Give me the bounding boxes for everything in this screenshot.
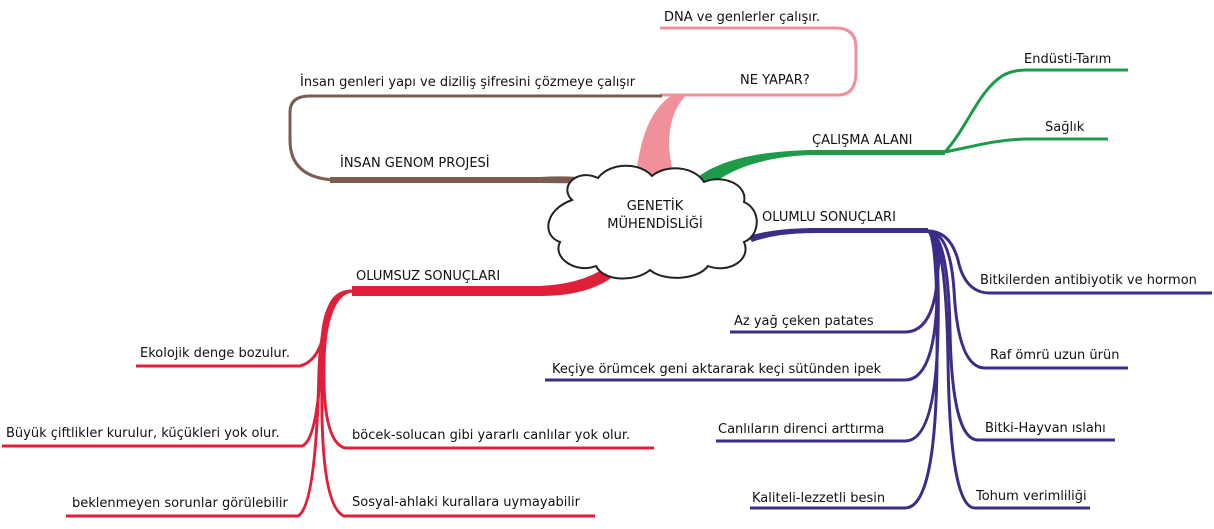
olumsuz-child-label-sosyal: Sosyal-ahlaki kurallara uymayabilir	[352, 495, 581, 510]
branch-olumsuz: OLUMSUZ SONUÇLARI Ekolojik denge bozulur…	[2, 262, 654, 518]
center-node: GENETİK MÜHENDİSLİĞİ	[547, 164, 758, 280]
olumsuz-beklenmeyen-line	[66, 289, 353, 518]
ne-yapar-child-label: DNA ve genlerler çalışır.	[664, 10, 820, 25]
calisma-child-label-endustri: Endüsti-Tarım	[1024, 52, 1111, 67]
branch-olumlu: OLUMLU SONUÇLARI Bitkilerden antibiyotik…	[545, 210, 1212, 510]
olumsuz-buyuk-line	[2, 289, 353, 448]
olumlu-bitkilerden-line	[927, 229, 1212, 295]
olumlu-kaliteli-line	[750, 229, 939, 510]
olumsuz-child-label-ekolojik: Ekolojik denge bozulur.	[140, 346, 290, 361]
olumlu-direnc-line	[716, 229, 940, 443]
olumlu-child-label-raf: Raf ömrü uzun ürün	[990, 348, 1120, 363]
olumlu-child-label-patates: Az yağ çeken patates	[734, 314, 874, 329]
insan-genom-line	[288, 94, 662, 182]
ne-yapar-line	[660, 26, 858, 97]
ne-yapar-label: NE YAPAR?	[740, 73, 810, 88]
olumsuz-child-label-bocek: böcek-solucan gibi yararlı canlılar yok …	[352, 428, 630, 443]
olumlu-trunk	[748, 228, 928, 242]
branch-insan-genom: İNSAN GENOM PROJESİ İnsan genleri yapı v…	[288, 74, 662, 186]
olumlu-label: OLUMLU SONUÇLARI	[762, 210, 896, 225]
insan-genom-child-label: İnsan genleri yapı ve diziliş şifresini …	[300, 74, 636, 90]
insan-genom-label: İNSAN GENOM PROJESİ	[340, 155, 490, 171]
olumlu-tohum-line	[927, 229, 1090, 510]
olumsuz-child-label-buyuk: Büyük çiftlikler kurulur, küçükleri yok …	[6, 426, 280, 441]
olumsuz-label: OLUMSUZ SONUÇLARI	[356, 269, 500, 284]
center-title-line1: GENETİK	[627, 198, 684, 214]
branch-ne-yapar: NE YAPAR? DNA ve genlerler çalışır.	[635, 10, 858, 182]
olumsuz-trunk	[352, 262, 624, 296]
olumsuz-child-label-beklenmeyen: beklenmeyen sorunlar görülebilir	[72, 496, 288, 511]
olumlu-child-label-tohum: Tohum verimliliği	[975, 489, 1087, 504]
calisma-endustri-line	[943, 68, 1128, 153]
calisma-child-label-saglik: Sağlık	[1045, 120, 1085, 135]
calisma-alani-trunk	[682, 150, 945, 196]
olumlu-child-label-keciye: Keçiye örümcek geni aktararak keçi sütün…	[552, 362, 882, 377]
olumlu-child-label-kaliteli: Kaliteli-lezzetli besin	[752, 491, 885, 506]
olumlu-child-label-direnc: Canlıların direnci arttırma	[718, 422, 884, 437]
calisma-saglik-line	[944, 137, 1108, 154]
olumsuz-sosyal-line	[320, 289, 595, 518]
ne-yapar-trunk	[635, 95, 686, 182]
olumlu-child-label-islah: Bitki-Hayvan ıslahı	[985, 421, 1106, 436]
olumlu-islah-line	[927, 229, 1115, 442]
center-cloud-shape	[547, 164, 758, 280]
olumlu-raf-line	[927, 229, 1128, 370]
branch-calisma-alani: ÇALIŞMA ALANI Endüsti-Tarım Sağlık	[682, 52, 1128, 196]
olumlu-child-label-bitkilerden: Bitkilerden antibiyotik ve hormon	[980, 273, 1197, 288]
insan-genom-trunk	[330, 176, 628, 186]
calisma-alani-label: ÇALIŞMA ALANI	[812, 133, 912, 148]
center-title-line2: MÜHENDİSLİĞİ	[607, 215, 703, 232]
